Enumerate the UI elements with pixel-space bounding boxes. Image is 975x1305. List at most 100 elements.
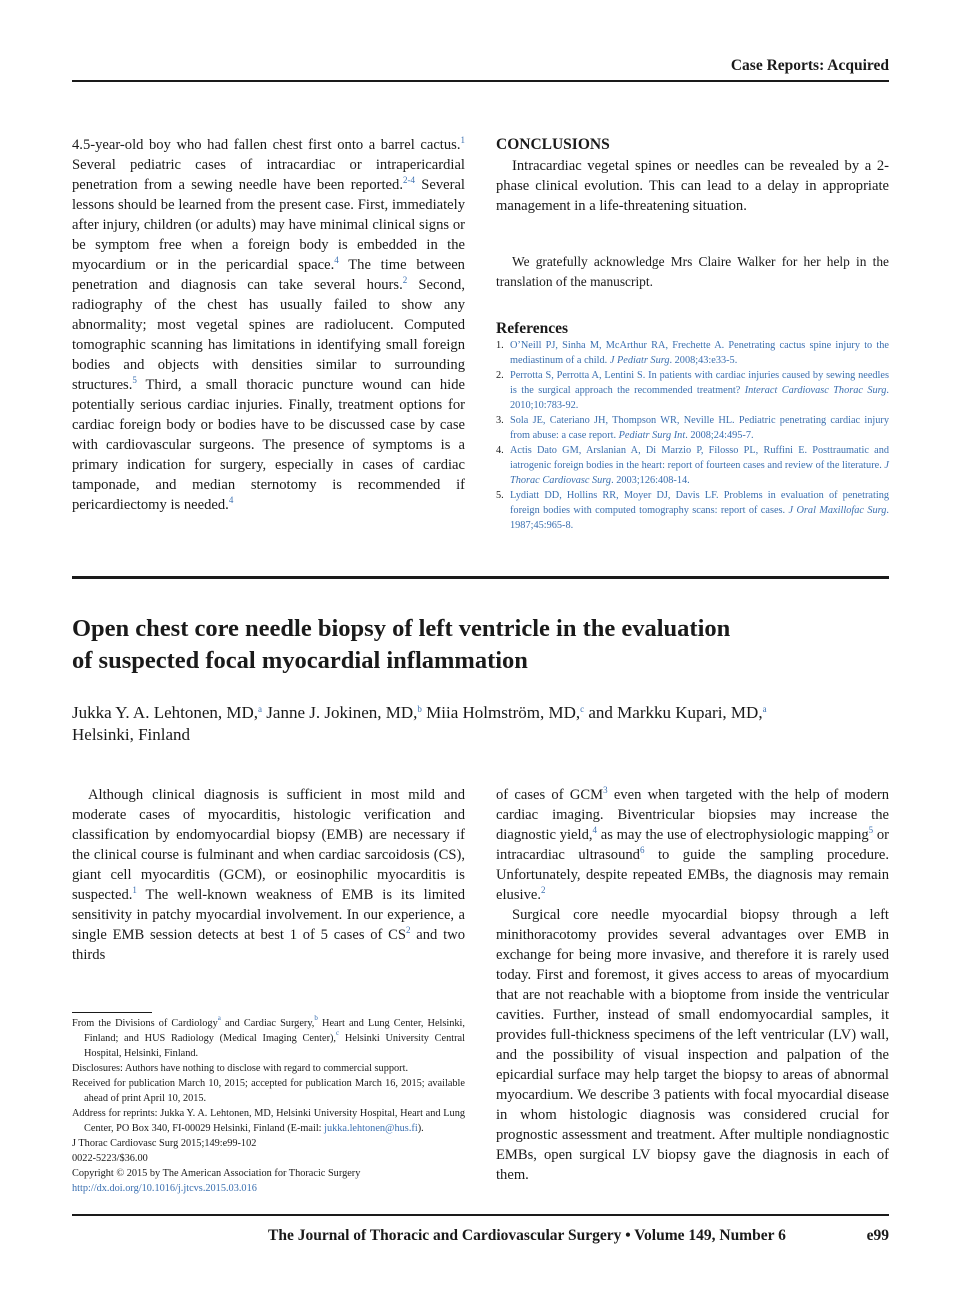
reference-text: Sola JE, Cateriano JH, Thompson WR, Nevi… — [510, 415, 889, 441]
text-run: Second, radiography of the chest has usu… — [72, 277, 465, 393]
reference-text: Lydiatt DD, Hollins RR, Moyer DJ, Davis … — [510, 490, 889, 516]
prev-article-left-column: 4.5-year-old boy who had fallen chest fi… — [72, 135, 465, 515]
author: Jukka Y. A. Lehtonen, MD, — [72, 703, 259, 722]
reference-number: 1. — [496, 340, 504, 351]
address-note: Address for reprints: Jukka Y. A. Lehton… — [72, 1106, 465, 1136]
text-run: and Cardiac Surgery, — [220, 1018, 315, 1029]
acknowledgment: We gratefully acknowledge Mrs Claire Wal… — [496, 254, 889, 289]
text-run: of cases of GCM — [496, 787, 604, 803]
text-run: From the Divisions of Cardiology — [72, 1018, 218, 1029]
reference-journal: J Oral Maxillofac Surg — [788, 505, 887, 516]
article-title: Open chest core needle biopsy of left ve… — [72, 613, 889, 677]
body-left-column: Although clinical diagnosis is sufficien… — [72, 785, 465, 965]
ref-mark[interactable]: 1 — [460, 135, 466, 145]
footnotes: From the Divisions of Cardiologya and Ca… — [72, 1014, 465, 1196]
text-run: The time between penetration and diagnos… — [72, 257, 465, 293]
affiliation-mark: a — [217, 1014, 221, 1022]
header-rule — [72, 80, 889, 82]
footer-rule — [72, 1214, 889, 1216]
author: Miia Holmström, MD, — [421, 703, 581, 722]
text-run: and two thirds — [72, 927, 465, 963]
affiliation-mark: a — [258, 704, 263, 714]
body-right-column: of cases of GCM3 even when targeted with… — [496, 785, 889, 1185]
text-run: Although clinical diagnosis is sufficien… — [72, 787, 465, 903]
reference-journal: Interact Cardiovasc Thorac Surg — [744, 385, 887, 396]
author-list: Jukka Y. A. Lehtonen, MD,a Janne J. Joki… — [72, 702, 889, 746]
affiliation-mark: b — [314, 1014, 318, 1022]
ref-mark[interactable]: 2-4 — [402, 175, 415, 185]
copyright-note: Copyright © 2015 by The American Associa… — [72, 1168, 361, 1179]
ref-mark[interactable]: 2 — [406, 925, 411, 935]
issn-note: 0022-5223/$36.00 — [72, 1153, 148, 1164]
text-run: to guide the sampling procedure. Unfortu… — [496, 847, 890, 903]
reference-journal: J Thorac Cardiovasc Surg — [510, 460, 889, 486]
author: Janne J. Jokinen, MD, — [262, 703, 418, 722]
reference-number: 2. — [496, 370, 504, 381]
title-line: of suspected focal myocardial inflammati… — [72, 647, 528, 674]
email-link[interactable]: jukka.lehtonen@hus.fi — [324, 1123, 418, 1134]
affiliation-mark: c — [580, 704, 585, 714]
reference-number: 3. — [496, 415, 504, 426]
text-run: or intracardiac ultrasound — [496, 827, 889, 863]
paragraph: of cases of GCM3 even when targeted with… — [496, 785, 889, 905]
conclusions-text: Intracardiac vegetal spines or needles c… — [496, 158, 889, 214]
ref-mark[interactable]: 1 — [132, 885, 137, 895]
text-run: 4.5-year-old boy who had fallen chest fi… — [72, 137, 461, 153]
citation-note: J Thorac Cardiovasc Surg 2015;149:e99-10… — [72, 1138, 257, 1149]
reference-item[interactable]: 3. Sola JE, Cateriano JH, Thompson WR, N… — [496, 413, 889, 443]
text-run: The well-known weakness of EMB is its li… — [72, 887, 465, 943]
reference-journal: Pediatr Surg Int — [618, 430, 686, 441]
footer-journal-line: The Journal of Thoracic and Cardiovascul… — [268, 1227, 786, 1244]
affiliations-note: From the Divisions of Cardiologya and Ca… — [72, 1014, 465, 1061]
ref-mark[interactable]: 5 — [132, 375, 137, 385]
ref-mark[interactable]: 3 — [603, 785, 608, 795]
references-list: 1. O’Neill PJ, Sinha M, McArthur RA, Fre… — [496, 338, 889, 533]
text-run: Helsinki University Central Hospital, He… — [84, 1033, 465, 1059]
reference-text: O’Neill PJ, Sinha M, McArthur RA, Freche… — [510, 340, 889, 366]
ref-mark[interactable]: 6 — [639, 845, 645, 855]
text-run: Several lessons should be learned from t… — [72, 177, 465, 273]
ref-mark[interactable]: 2 — [541, 885, 546, 895]
ref-mark[interactable]: 4 — [592, 825, 598, 835]
text-run: Address for reprints: Jukka Y. A. Lehton… — [72, 1108, 465, 1134]
reference-text: Perrotta S, Perrotta A, Lentini S. In pa… — [510, 370, 889, 396]
reference-item[interactable]: 4. Actis Dato GM, Arslanian A, Di Marzio… — [496, 443, 889, 488]
text-run: ). — [417, 1123, 424, 1134]
page-number: e99 — [866, 1227, 889, 1244]
affiliation-mark: a — [762, 704, 767, 714]
running-header: Case Reports: Acquired — [730, 57, 889, 74]
doi-link[interactable]: http://dx.doi.org/10.1016/j.jtcvs.2015.0… — [72, 1183, 257, 1194]
reference-item[interactable]: 1. O’Neill PJ, Sinha M, McArthur RA, Fre… — [496, 338, 889, 368]
author-location: Helsinki, Finland — [72, 725, 191, 744]
author: and Markku Kupari, MD, — [584, 703, 763, 722]
reference-tail: . 2010;10:783-92. — [510, 385, 889, 411]
footnote-rule — [72, 1012, 152, 1013]
reference-tail: . 2008;43:e33-5. — [669, 355, 738, 366]
ref-mark[interactable]: 5 — [868, 825, 874, 835]
reference-tail: . 2003;126:408-14. — [611, 475, 690, 486]
reference-item[interactable]: 5. Lydiatt DD, Hollins RR, Moyer DJ, Dav… — [496, 488, 889, 533]
text-run: Third, a small thoracic puncture wound c… — [72, 377, 465, 513]
affiliation-mark: c — [336, 1029, 340, 1037]
ref-mark[interactable]: 4 — [228, 495, 234, 505]
reference-tail: . 1987;45:965-8. — [510, 505, 889, 531]
reference-tail: . 2008;24:495-7. — [685, 430, 754, 441]
reference-number: 4. — [496, 445, 504, 456]
received-note: Received for publication March 10, 2015;… — [72, 1078, 465, 1104]
title-line: Open chest core needle biopsy of left ve… — [72, 615, 731, 642]
conclusions-heading: CONCLUSIONS — [496, 136, 610, 153]
reference-journal: J Pediatr Surg — [609, 355, 670, 366]
text-run: even when targeted with the help of mode… — [496, 787, 889, 843]
affiliation-mark: b — [417, 704, 422, 714]
reference-number: 5. — [496, 490, 504, 501]
article-divider — [72, 576, 889, 579]
reference-item[interactable]: 2. Perrotta S, Perrotta A, Lentini S. In… — [496, 368, 889, 413]
ref-mark[interactable]: 2 — [402, 275, 408, 285]
disclosures-note: Disclosures: Authors have nothing to dis… — [72, 1063, 409, 1074]
text-run: Heart and Lung Center, Helsinki, Finland… — [84, 1018, 465, 1044]
paragraph: Surgical core needle myocardial biopsy t… — [496, 907, 889, 1183]
reference-text: Actis Dato GM, Arslanian A, Di Marzio P,… — [510, 445, 889, 471]
ref-mark[interactable]: 4 — [334, 255, 339, 265]
text-run: as may the use of electrophysiologic map… — [597, 827, 869, 843]
text-run: Several pediatric cases of intracardiac … — [72, 157, 465, 193]
